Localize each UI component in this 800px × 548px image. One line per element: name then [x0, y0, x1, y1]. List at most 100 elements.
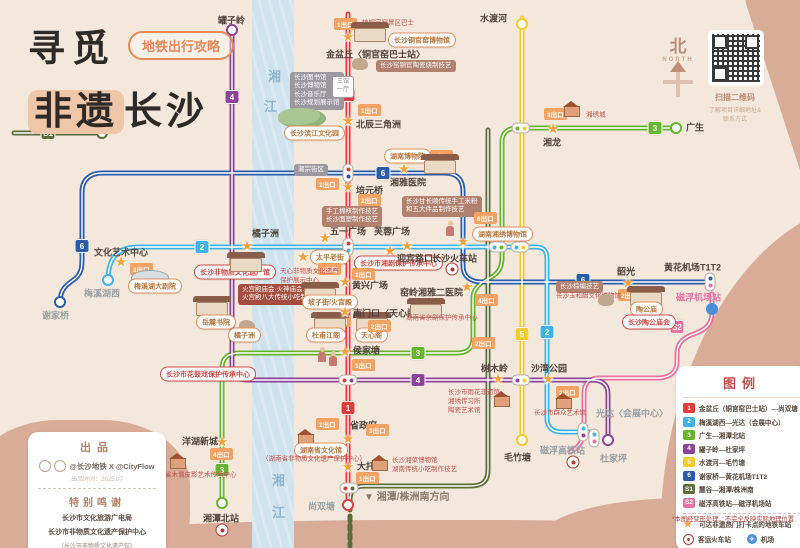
legend-line-badge: 6	[683, 470, 695, 481]
divider	[683, 397, 800, 398]
heritage-star-icon: ★	[383, 242, 397, 259]
temple-illustration	[351, 22, 389, 42]
interchange-marker	[511, 374, 531, 386]
interchange-marker	[510, 241, 530, 253]
exit-tag: 4出口	[475, 294, 498, 306]
exit-tag: 2出口	[316, 418, 339, 430]
station-label: 湘潭北站	[203, 513, 240, 524]
temple-illustration	[227, 252, 265, 272]
interchange-marker	[339, 482, 359, 494]
legend-rail-note: 客运火车站	[698, 537, 731, 544]
station-label: 窑岭湘雅二医院	[400, 287, 464, 298]
venue-label: 长沙市花鼓戏保护传承中心	[160, 366, 256, 382]
line-number-badge: 2	[194, 240, 210, 254]
station-label: 南门口〈天心阁〉	[353, 308, 426, 319]
airport-icon	[706, 303, 718, 315]
statue-illustration	[598, 294, 614, 306]
station-label: 大托	[357, 461, 376, 472]
line-number-badge: 5	[514, 327, 530, 341]
station-label: 磁浮机场站	[676, 292, 722, 303]
legend-line-badge: 2	[683, 416, 695, 427]
legend-line-badge: 3	[683, 430, 695, 440]
heritage-star-icon: ★	[114, 253, 128, 270]
terminus-marker	[226, 24, 238, 36]
venue-annotation: 湖南省京剧保护传承中心	[406, 314, 478, 322]
legend-line-route: 广生—湘潭北站	[699, 433, 746, 440]
exit-tag: 2出口	[368, 320, 391, 332]
venue-label: 长沙滨江文化园	[284, 125, 345, 141]
venue-annotation: 湘绣城	[586, 111, 606, 119]
park-illustration	[278, 108, 326, 128]
venue-label: 坡子街/火宫殿	[302, 294, 358, 310]
station-label: 橘子洲	[252, 228, 280, 239]
title-part2-text: 长沙	[124, 91, 209, 133]
station-label: 水渡河	[480, 13, 508, 24]
heritage-star-icon: ★	[400, 237, 414, 254]
credits-date: 出品时间：2025.07	[71, 477, 123, 483]
line-number-badge: 2	[539, 325, 555, 339]
station-label: 北辰三角洲	[356, 119, 402, 130]
venue-annotation: 长沙市雨花非遗馆湘绣传习所陶瓷艺术馆	[448, 388, 500, 414]
heritage-star-icon: ★	[215, 433, 229, 450]
metro-logo-icon	[39, 460, 52, 472]
credits-handles-text: @长沙地铁 X @CityFlow	[69, 461, 155, 471]
heritage-star-icon: ★	[397, 160, 411, 177]
exit-tag: 1出口	[358, 104, 381, 116]
venue-label: 长沙市湘剧保护传承中心	[354, 255, 443, 271]
exit-tag: 1出口	[356, 472, 379, 484]
exit-tag: 2出口	[472, 337, 495, 349]
legend-star-note: 可达非遗热门打卡点的地铁车站	[698, 522, 792, 529]
heritage-star-icon: ★	[341, 430, 355, 447]
heritage-star-icon: ★	[318, 229, 332, 246]
heritage-star-icon: ★	[683, 518, 692, 530]
terminus-marker	[54, 296, 66, 308]
venue-annotation: 天心非物质文化遗产保护展示中心	[280, 268, 339, 284]
river-label: 江	[272, 505, 286, 520]
house-illustration	[563, 101, 580, 117]
thanks-line: （长沙市非物质文化遗产馆）	[57, 544, 136, 548]
venue-annotation: 长沙市群众艺术馆	[534, 409, 586, 417]
legend-star-row: ★ 可达非遗热门打卡点的地铁车站	[683, 519, 800, 530]
heritage-star-icon: ★	[338, 273, 352, 290]
heritage-craft-tag: 三馆一厅	[332, 76, 355, 98]
venue-label: 长沙陶公庙会	[622, 314, 676, 330]
legend-line-route: 麓谷—湘潭/株洲南	[699, 487, 754, 494]
station-label: 杜家坪	[600, 453, 628, 464]
figure-illustration	[329, 351, 337, 366]
heritage-star-icon: ★	[491, 370, 505, 387]
railway-station-icon	[445, 262, 459, 276]
terminus-marker	[516, 18, 528, 30]
venue-label: 岳麓书院	[196, 314, 236, 330]
legend-line-route: 金盆丘（铜官窑巴士站）—尚双塘	[699, 406, 798, 413]
venue-label: 湖南省文化馆	[294, 442, 348, 458]
compass: 北 NORTH	[656, 32, 700, 97]
venue-label: 长沙铜官窑博物馆	[388, 32, 456, 48]
station-label: 文化艺术中心	[94, 247, 149, 258]
exit-tag: 2出口	[316, 178, 339, 190]
river-label: 湘	[272, 473, 286, 488]
station-label: 湘龙	[543, 137, 562, 148]
statue-illustration	[352, 58, 368, 70]
legend-line-route: 谢家桥—黄花机场T1T2	[699, 473, 768, 481]
qr-subcaption: 了解项目详细地址&联系方式	[708, 108, 761, 123]
title-part1: 寻觅	[28, 28, 116, 69]
railway-station-icon	[683, 533, 694, 545]
venue-annotation: 长沙湘菜博物馆湖南传统小吃制作技艺	[392, 457, 457, 473]
station-label: 黄花机场T1T2	[664, 262, 722, 273]
station-label: 湘雅医院	[390, 177, 427, 188]
venue-label: 梅溪湖大剧院	[128, 278, 182, 294]
qr-caption: 扫描二维码	[715, 93, 755, 102]
credits-title: 出品	[80, 442, 114, 454]
heritage-star-icon: ★	[338, 343, 352, 360]
station-label: 尚双塘	[308, 501, 336, 512]
station-label: 迎宾路口	[397, 253, 434, 264]
house-illustration	[555, 393, 572, 409]
line-number-badge: 3	[410, 346, 426, 360]
station-label: 罐子岭	[218, 15, 246, 26]
terminus-marker	[670, 122, 682, 134]
heritage-craft-tag: 长沙棕编技艺	[556, 281, 603, 294]
river-label: 江	[264, 99, 278, 114]
